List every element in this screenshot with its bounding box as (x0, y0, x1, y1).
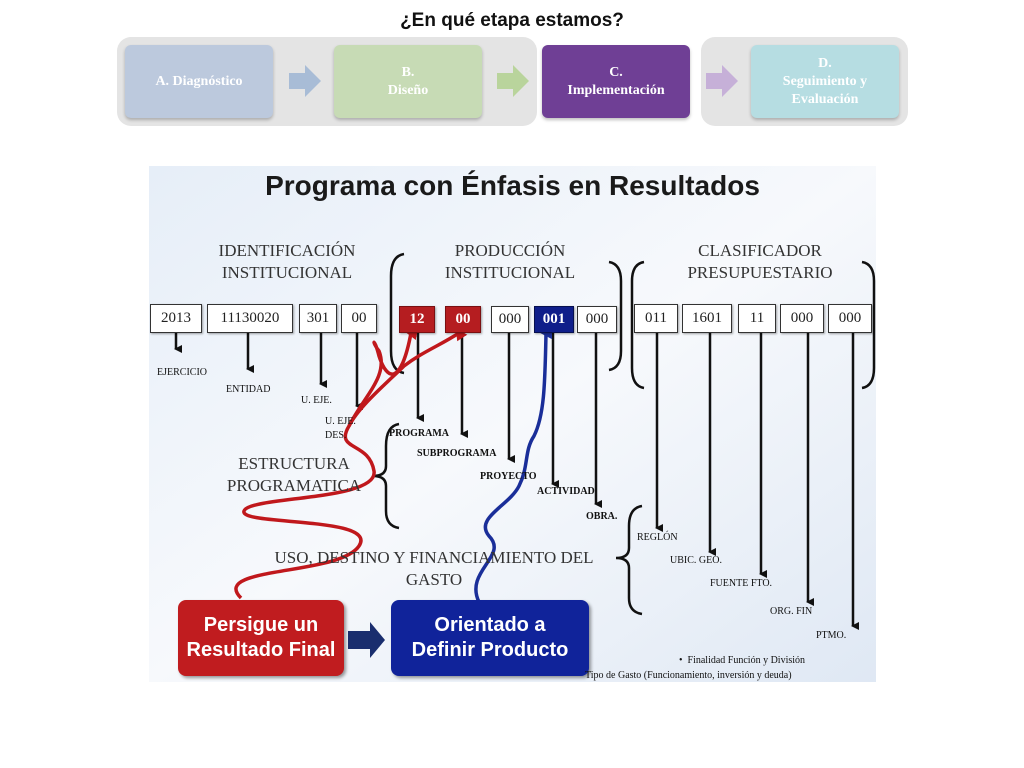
heading-produccion: PRODUCCIÓN INSTITUCIONAL (413, 240, 607, 284)
arrow-right-icon (289, 65, 321, 97)
stage-implementacion[interactable]: C. Implementación (542, 45, 690, 118)
bracket-right-clasificador (861, 260, 876, 390)
heading-identificacion: IDENTIFICACIÓN INSTITUCIONAL (189, 240, 385, 284)
stage-label: Implementación (567, 82, 665, 98)
code-box-obra: 000 (577, 306, 617, 333)
slide-background (149, 166, 876, 682)
label-ubic: UBIC. GEO. (670, 555, 722, 566)
bracket-uso (615, 504, 643, 616)
button-line: Orientado a (434, 614, 546, 636)
stage-diagnostico[interactable]: A. Diagnóstico (125, 45, 273, 118)
stage-label: C. (609, 64, 623, 80)
code-box-actividad: 001 (534, 306, 574, 333)
stage-label: D. (818, 55, 832, 71)
slide-title: Programa con Énfasis en Resultados (265, 170, 760, 201)
persigue-resultado-button: Persigue un Resultado Final (178, 600, 344, 676)
slide-diagram: Programa con Énfasis en Resultados IDENT… (149, 166, 876, 682)
label-subprograma: SUBPROGRAMA (417, 448, 497, 459)
label-actividad: ACTIVIDAD (537, 486, 595, 497)
button-line: Definir Producto (411, 639, 569, 661)
code-box-ejercicio: 2013 (150, 304, 202, 333)
stage-seguimiento[interactable]: D. Seguimiento y Evaluación (751, 45, 899, 118)
code-box-ubic: 1601 (682, 304, 732, 333)
blue-flow-path (474, 327, 553, 603)
label-renglon: REGLÓN (637, 532, 678, 543)
code-box-u-eje-des: 00 (341, 304, 377, 333)
orientado-producto-button: Orientado a Definir Producto (391, 600, 589, 676)
stage-label: Diseño (387, 82, 429, 98)
red-flow-path-2 (347, 327, 468, 427)
stage-arrows (289, 65, 738, 97)
bullet-text: Finalidad Función y División (687, 655, 806, 666)
code-box-fuente: 11 (738, 304, 776, 333)
heading-line: PRESUPUESTARIO (687, 263, 833, 282)
heading-line: INSTITUCIONAL (221, 263, 353, 282)
label-fuente: FUENTE FTO. (710, 578, 773, 589)
stage-diseno[interactable]: B. Diseño (334, 45, 482, 118)
stage-label: A. Diagnóstico (155, 73, 243, 89)
red-flow-path (234, 328, 419, 600)
heading-line: PROGRAMATICA (226, 476, 362, 495)
label-proyecto: PROYECTO (480, 471, 537, 482)
stage-label: Seguimiento y (782, 73, 868, 89)
bullet-item: • Finalidad Función y División (679, 655, 806, 666)
label-u-eje-des-1: U. EJE. (325, 416, 356, 427)
arrow-right-icon (706, 65, 738, 97)
heading-uso: USO, DESTINO Y FINANCIAMIENTO DEL GASTO (249, 547, 619, 591)
code-box-u-eje: 301 (299, 304, 337, 333)
bullet-item: Tipo de Gasto (Funcionamiento, inversión… (585, 670, 792, 681)
heading-line: USO, DESTINO Y FINANCIAMIENTO DEL (274, 548, 594, 567)
label-u-eje-des-2: DES. (325, 430, 347, 441)
page-title: ¿En qué etapa estamos? (400, 10, 624, 31)
heading-estructura: ESTRUCTURA PROGRAMATICA (209, 453, 379, 497)
bracket-right-produccion (608, 260, 623, 372)
stage-label: B. (401, 64, 415, 80)
code-box-renglon: 011 (634, 304, 678, 333)
code-box-subprograma: 00 (445, 306, 481, 333)
label-entidad: ENTIDAD (226, 384, 271, 395)
code-box-programa: 12 (399, 306, 435, 333)
label-u-eje: U. EJE. (301, 395, 332, 406)
heading-line: IDENTIFICACIÓN (218, 241, 356, 260)
code-box-proyecto: 000 (491, 306, 529, 333)
heading-clasificador: CLASIFICADOR PRESUPUESTARIO (657, 240, 863, 284)
heading-line: INSTITUCIONAL (444, 263, 576, 282)
heading-line: ESTRUCTURA (238, 454, 350, 473)
bracket-left-clasificador (630, 260, 645, 390)
label-programa: PROGRAMA (389, 428, 449, 439)
button-line: Resultado Final (186, 639, 336, 661)
bullet-text: Tipo de Gasto (Funcionamiento, inversión… (585, 670, 792, 681)
label-ejercicio: EJERCICIO (157, 367, 207, 378)
heading-line: PRODUCCIÓN (454, 241, 566, 260)
label-org: ORG. FIN (770, 606, 813, 617)
label-ptmo: PTMO. (816, 630, 847, 641)
stage-label: Evaluación (791, 91, 859, 107)
arrow-right-icon (497, 65, 529, 97)
button-line: Persigue un (203, 614, 319, 636)
heading-line: CLASIFICADOR (698, 241, 822, 260)
heading-line: GASTO (405, 570, 463, 589)
label-obra: OBRA. (586, 511, 618, 522)
code-box-org: 000 (780, 304, 824, 333)
arrow-right-icon (348, 622, 385, 658)
code-box-ptmo: 000 (828, 304, 872, 333)
code-box-entidad: 11130020 (207, 304, 293, 333)
